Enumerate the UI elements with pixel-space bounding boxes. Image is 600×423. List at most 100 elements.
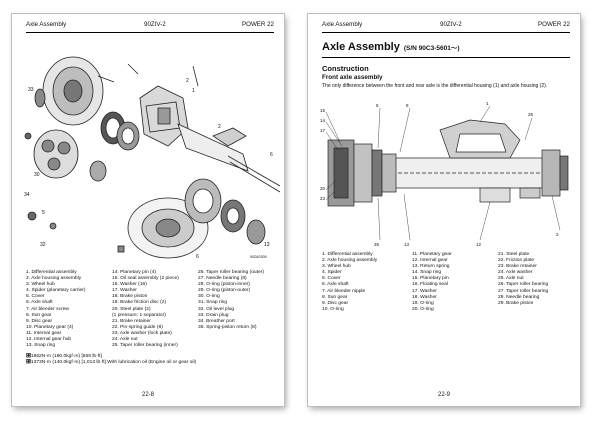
section-rule [322,57,570,58]
svg-text:12: 12 [476,242,482,247]
legend-item: 21. Steel plate [498,252,530,257]
left-page-header: Axle Assembly 90ZIV-2 POWER 22 [26,21,274,31]
legend-item: 4. Spider [322,270,342,276]
legend-item: 24. Axle washer [498,270,533,276]
legend-item: 22. Friction plate [498,258,535,264]
legend-item: 28. O-ring (piston-inner) [198,282,250,288]
right-header-brand: POWER 22 [538,21,570,28]
svg-text:14: 14 [320,118,326,123]
legend-item: 30. O-ring [198,294,220,300]
svg-text:6: 6 [196,254,199,260]
legend-item: 14. Snap ring [412,270,442,276]
svg-text:2: 2 [556,232,559,237]
legend-item: 17. Washer [412,288,437,294]
svg-text:26: 26 [374,242,380,247]
svg-text:6: 6 [270,152,273,158]
right-header-model: 90ZIV-2 [440,21,462,28]
legend-item: 13. Return spring [412,264,450,270]
right-legend-column-2: 11. Planetary gear 12. Internal gear 13.… [412,252,452,313]
right-legend-column-3: 21. Steel plate 22. Friction plate 23. B… [498,252,548,307]
front-axle-heading: Front axle assembly [322,74,383,81]
legend-item: 10. Planetary gear (4) [26,324,74,330]
legend-item: 26. Taper roller bearing (outer) [198,270,264,275]
svg-text:5: 5 [42,210,45,216]
legend-item: 25. Taper roller bearing (inner) [112,343,178,349]
legend-item: 20. Steel plate (2) [112,306,151,312]
legend-item: 4. Spider (planetary carrier) [26,288,86,294]
right-page-header: Axle Assembly 90ZIV-2 POWER 22 [322,21,570,31]
legend-item: 10. O-ring [322,306,344,312]
right-legend-column-1: 1. Differential assembly 2. Axle housing… [322,252,377,313]
svg-text:17: 17 [320,128,326,133]
legend-item: 5. Cover [322,276,341,282]
legend-item: 6. Axle shaft [26,300,53,306]
legend-item: 21. Brake retainer [112,318,151,324]
svg-text:5: 5 [376,103,379,108]
exploded-view-diagram: 2 1 33 30 34 5 32 2 6 13 6 90ZAS005 [24,56,280,260]
right-header-rule [322,32,570,33]
svg-text:13: 13 [404,242,410,247]
legend-item: 16. Floating seal [412,282,448,288]
serial-number: (S/N 90C3-5601～) [403,45,460,52]
legend-item: 29. O-ring (piston-outer) [198,288,251,294]
svg-text:32: 32 [40,242,46,248]
legend-item: 20. O-ring [412,306,434,312]
legend-item: 29. Brake piston [498,300,534,306]
legend-item: 1. Differential assembly [26,270,77,275]
svg-text:30: 30 [34,172,40,178]
legend-item: 25. Axle nut [498,276,524,282]
legend-item: 15. Planetary pin [412,276,449,282]
svg-text:33: 33 [28,87,34,93]
legend-item: 3. Wheel hub [26,282,55,288]
legend-item: 18. Washer [412,294,437,300]
svg-text:13: 13 [264,242,270,248]
description-text: The only difference between the front an… [322,83,548,89]
legend-item: 1. Differential assembly [322,252,373,257]
legend-item: 26. Taper roller bearing [498,282,549,288]
legend-item: 3. Wheel hub [322,264,351,270]
legend-item: 23. Brake retainer [498,264,537,270]
svg-text:2: 2 [218,124,221,130]
right-manual-page: Axle Assembly 90ZIV-2 POWER 22 Axle Asse… [308,14,580,406]
torque-note: ⑘1373N·m (140.0kgf·m) [1,013 lb·ft] With… [26,360,197,366]
torque-notes: ⑘1862N·m (190.0kgf·m) [659 lb·ft] ⑘1373N… [26,354,196,367]
legend-item: 2. Axle housing assembly [26,276,82,282]
section-title: Axle Assembly(S/N 90C3-5601～) [322,41,460,53]
legend-item: 27. Needle bearing (8) [198,276,247,282]
construction-heading: Construction [322,64,369,73]
legend-item: 34. Breather port [198,318,235,324]
svg-text:1: 1 [192,88,195,94]
legend-item: 8. Sun gear [26,312,52,318]
legend-item: 8. Sun gear [322,294,348,300]
svg-text:1: 1 [486,101,489,106]
legend-item: 19. Brake friction disc (2) [112,300,167,306]
svg-text:26: 26 [528,112,534,117]
legend-item: 9. Disc gear [26,318,53,324]
legend-item: 17. Washer [112,288,137,294]
legend-item: 24. Axle nut [112,337,138,343]
legend-item: 13. Snap ring [26,343,56,349]
left-header-title: Axle Assembly [26,21,67,28]
legend-item: 9. Disc gear [322,300,349,306]
legend-item: 7. Air bleeder nipple [322,288,366,294]
right-page-number: 22-9 [437,392,450,398]
legend-item: 15. Oil seal assembly (2 piece) [112,276,179,282]
right-header-title: Axle Assembly [322,21,363,28]
legend-item: 27. Taper roller bearing [498,288,549,294]
legend-item: (1 pressure; 1 separator) [112,312,166,318]
legend-item: 18. Brake piston [112,294,148,300]
legend-item: 6. Axle shaft [322,282,349,288]
left-legend-column-2: 14. Planetary pin (4) 15. Oil seal assem… [112,270,179,349]
legend-item: 32. Oil level plug [198,306,235,312]
left-header-rule [26,32,274,33]
left-legend-column-1: 1. Differential assembly 2. Axle housing… [26,270,86,349]
legend-item: 12. Internal gear [412,258,448,264]
legend-item: 7. Air bleeder screw [26,306,69,312]
svg-text:90ZAS005: 90ZAS005 [250,255,267,259]
legend-item: 35. Spring-piston return (8) [198,324,257,330]
legend-item: 16. Washer (16) [112,282,147,288]
svg-text:23: 23 [320,196,326,201]
legend-item: 22. Pin-spring guide (8) [112,324,163,330]
legend-item: 33. Drain plug [198,312,229,318]
